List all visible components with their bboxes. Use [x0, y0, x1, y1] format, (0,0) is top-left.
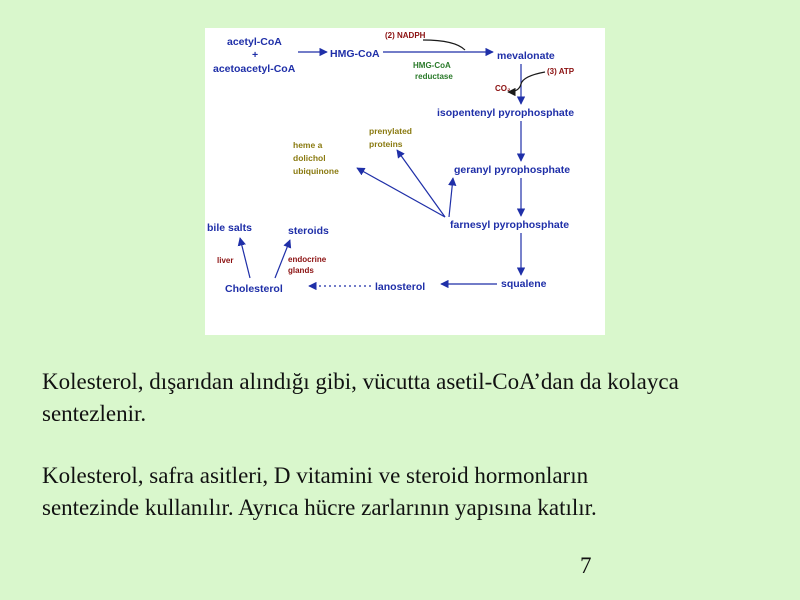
label-hmg-reductase-line2: reductase: [415, 72, 453, 81]
arrow-farnesyl-to-ubiquinone: [356, 167, 446, 218]
node-squalene: squalene: [501, 278, 547, 290]
label-co2: CO₂: [495, 84, 511, 93]
node-acetyl-coa: acetyl-CoA: [227, 36, 282, 48]
node-mevalonate: mevalonate: [497, 50, 555, 62]
node-bile-salts: bile salts: [207, 222, 252, 234]
curve-nadph: [422, 39, 466, 51]
node-proteins: proteins: [369, 139, 403, 149]
paragraph-synthesis: Kolesterol, dışarıdan alındığı gibi, vüc…: [42, 369, 679, 426]
node-cholesterol: Cholesterol: [225, 283, 283, 295]
node-plus: +: [252, 49, 258, 61]
arrow-cholesterol-to-steroids: [274, 239, 292, 279]
paragraph-usage: Kolesterol, safra asitleri, D vitamini v…: [42, 463, 597, 520]
arrow-geranyl-to-farnesyl-side: [448, 177, 457, 218]
node-farnesyl-pyrophosphate: farnesyl pyrophosphate: [450, 219, 569, 231]
label-nadph: (2) NADPH: [385, 31, 426, 40]
label-liver: liver: [217, 256, 233, 265]
node-geranyl-pyrophosphate: geranyl pyrophosphate: [454, 164, 570, 176]
curve-atp-co2: [507, 71, 546, 97]
node-dolichol: dolichol: [293, 153, 326, 163]
page-number: 7: [580, 553, 592, 578]
node-isopentenyl-pyrophosphate: isopentenyl pyrophosphate: [437, 107, 574, 119]
arrow-cholesterol-to-bile-salts: [237, 237, 251, 279]
node-heme-a: heme a: [293, 140, 323, 150]
node-steroids: steroids: [288, 225, 329, 237]
node-hmg-coa: HMG-CoA: [330, 48, 380, 60]
label-glands: glands: [288, 266, 314, 275]
cholesterol-pathway-diagram: acetyl-CoA + acetoacetyl-CoA HMG-CoA mev…: [205, 28, 605, 335]
arrow-farnesyl-to-prenylated: [396, 149, 446, 218]
label-atp: (3) ATP: [547, 67, 575, 76]
node-acetoacetyl-coa: acetoacetyl-CoA: [213, 63, 296, 75]
label-endocrine: endocrine: [288, 255, 327, 264]
node-prenylated: prenylated: [369, 126, 412, 136]
label-hmg-reductase-line1: HMG-CoA: [413, 61, 451, 70]
pathway-svg: acetyl-CoA + acetoacetyl-CoA HMG-CoA mev…: [207, 31, 575, 295]
node-ubiquinone: ubiquinone: [293, 166, 339, 176]
node-lanosterol: lanosterol: [375, 281, 425, 293]
